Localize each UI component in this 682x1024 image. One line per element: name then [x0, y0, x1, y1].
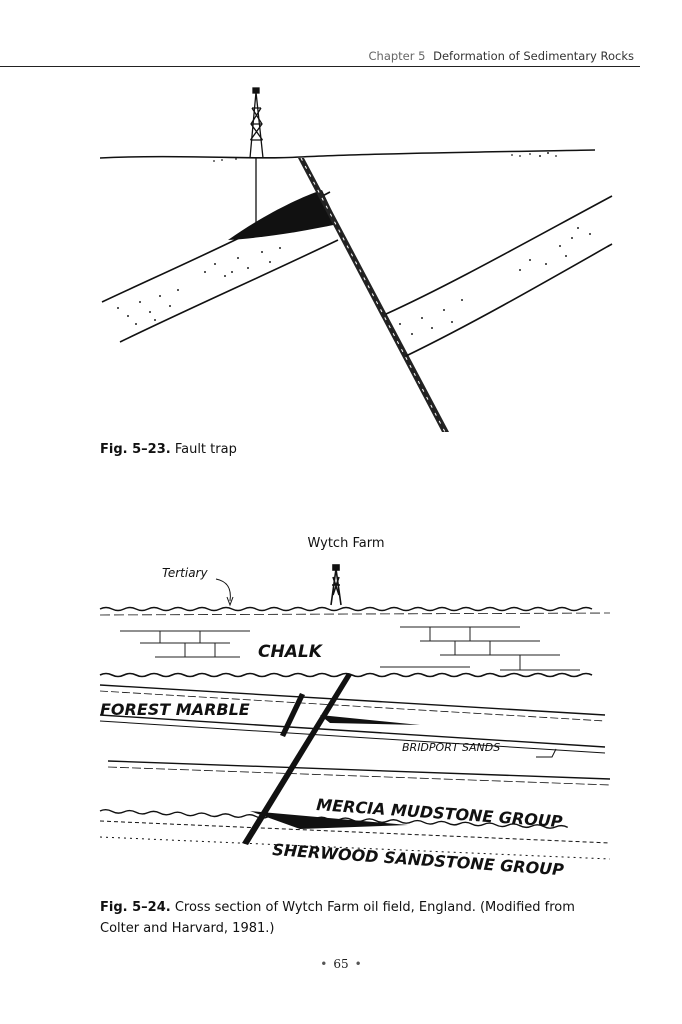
page-number-value: 65 [333, 957, 349, 971]
derrick-icon [249, 87, 264, 230]
page-number: • 65 • [0, 957, 682, 971]
fault-line-secondary [280, 693, 305, 737]
bridport-label: BRIDPORT SANDS [402, 741, 500, 754]
chalk-label: CHALK [258, 642, 324, 662]
fault-trap-diagram [99, 87, 613, 433]
chapter-title: Deformation of Sedimentary Rocks [433, 49, 634, 63]
chapter-number: Chapter 5 [368, 49, 426, 63]
derrick-icon [330, 564, 342, 606]
figure-caption-5-24: Fig. 5–24. Cross section of Wytch Farm o… [100, 897, 615, 939]
header-rule [0, 66, 640, 67]
caption-text: Cross section of Wytch Farm oil field, E… [100, 900, 575, 936]
oil-accumulation-bridport [320, 715, 420, 725]
bullet-icon: • [354, 957, 362, 971]
figure-number: Fig. 5–23. [100, 442, 171, 457]
site-label: Wytch Farm [308, 536, 385, 551]
forest-marble-label: FOREST MARBLE [100, 700, 250, 719]
caption-text: Fault trap [174, 442, 237, 457]
figure-caption-5-23: Fig. 5–23. Fault trap [100, 439, 615, 460]
oil-trap [228, 190, 338, 240]
fault-line-main [242, 673, 352, 845]
tertiary-label: Tertiary [162, 566, 208, 580]
sherwood-label: SHERWOOD SANDSTONE GROUP [272, 840, 565, 879]
wytch-farm-cross-section: Wytch Farm Tertiary CHALK FOREST MARBLE … [99, 536, 611, 879]
figure-number: Fig. 5–24. [100, 900, 171, 915]
running-header: Chapter 5 Deformation of Sedimentary Roc… [369, 49, 635, 63]
bullet-icon: • [320, 957, 328, 971]
oil-accumulation-sherwood [250, 811, 408, 829]
